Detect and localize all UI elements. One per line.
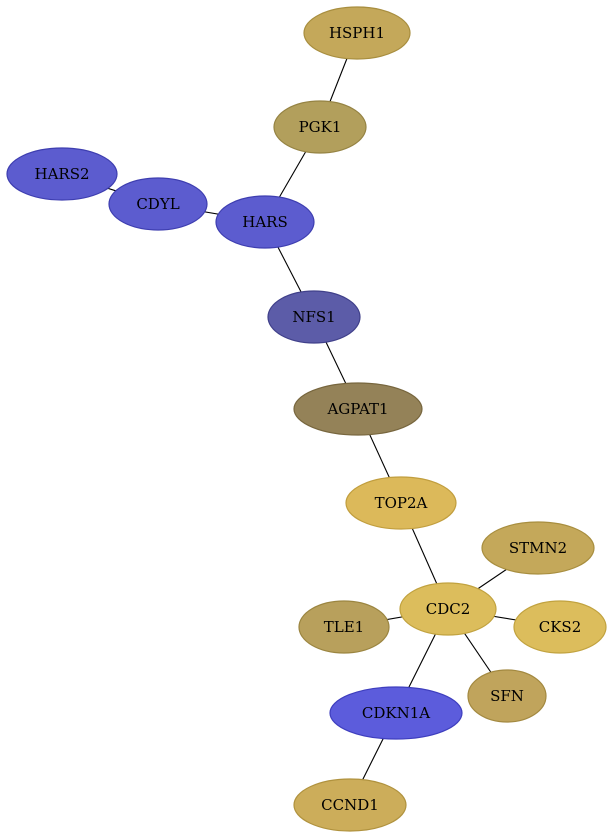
node-tle1: TLE1 (298, 600, 390, 654)
node-stmn2: STMN2 (481, 521, 595, 575)
node-ellipse (329, 686, 463, 740)
node-label: TOP2A (375, 494, 428, 512)
node-ellipse (273, 100, 367, 154)
node-cdkn1a: CDKN1A (329, 686, 463, 740)
node-ellipse (267, 290, 361, 344)
node-cdc2: CDC2 (399, 582, 497, 636)
node-pgk1: PGK1 (273, 100, 367, 154)
node-label: AGPAT1 (326, 400, 388, 418)
node-label: SFN (490, 687, 524, 705)
node-label: NFS1 (292, 308, 335, 326)
node-hars2: HARS2 (6, 147, 118, 201)
node-label: CDYL (136, 195, 179, 213)
node-ellipse (6, 147, 118, 201)
node-ellipse (293, 778, 407, 832)
node-hars: HARS (215, 195, 315, 249)
node-ellipse (467, 669, 547, 723)
node-ellipse (303, 6, 411, 60)
node-agpat1: AGPAT1 (293, 382, 423, 436)
node-cks2: CKS2 (513, 600, 607, 654)
node-ellipse (481, 521, 595, 575)
node-ellipse (513, 600, 607, 654)
node-ellipse (345, 476, 457, 530)
node-ellipse (399, 582, 497, 636)
node-hsph1: HSPH1 (303, 6, 411, 60)
node-label: CCND1 (321, 796, 379, 814)
node-ccnd1: CCND1 (293, 778, 407, 832)
node-label: HSPH1 (329, 24, 385, 42)
node-ellipse (298, 600, 390, 654)
node-label: TLE1 (324, 618, 364, 636)
node-label: CDC2 (426, 600, 471, 618)
node-label: HARS (242, 213, 287, 231)
node-nfs1: NFS1 (267, 290, 361, 344)
node-label: CKS2 (539, 618, 582, 636)
node-ellipse (108, 177, 208, 231)
node-label: HARS2 (34, 165, 89, 183)
node-sfn: SFN (467, 669, 547, 723)
node-label: PGK1 (299, 118, 342, 136)
node-label: CDKN1A (362, 704, 430, 722)
node-cdyl: CDYL (108, 177, 208, 231)
node-ellipse (293, 382, 423, 436)
node-ellipse (215, 195, 315, 249)
node-label: STMN2 (509, 539, 567, 557)
node-top2a: TOP2A (345, 476, 457, 530)
